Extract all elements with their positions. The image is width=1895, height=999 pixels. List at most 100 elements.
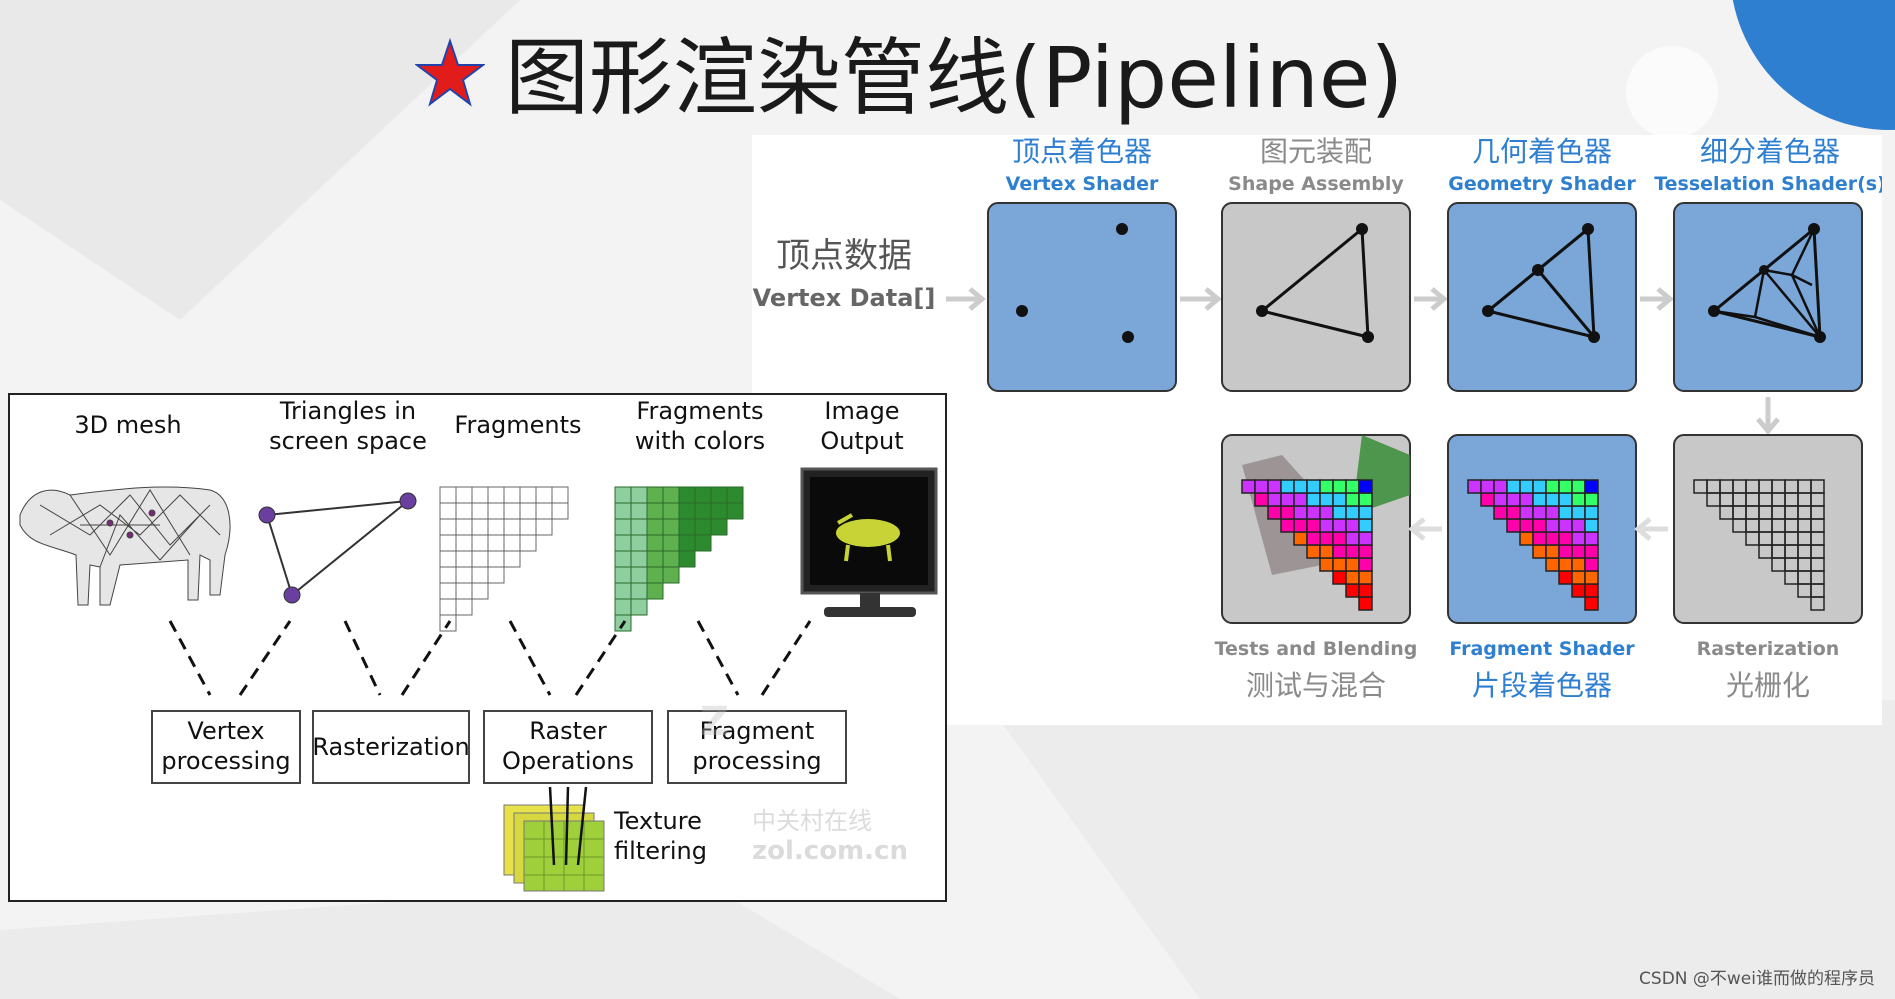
corner-white-circle [1626, 46, 1718, 138]
fragment-cell [678, 486, 696, 504]
fragment-cell [710, 518, 728, 536]
fragment-cell [614, 502, 632, 520]
label-with-colors: with colors [635, 427, 765, 455]
grid-cell [1319, 518, 1334, 533]
stage-box-vertex-shader [987, 202, 1177, 392]
fragment-cell [471, 550, 489, 568]
fragment-cell [630, 518, 648, 536]
grid-cell [1280, 518, 1295, 533]
fragment-cell [455, 582, 473, 600]
fragment-cell [662, 550, 680, 568]
fragment-cell [646, 486, 664, 504]
arrow-right [1414, 287, 1448, 311]
fragment-cell [662, 486, 680, 504]
pipeline-diagram: 顶点数据 Vertex Data[] 顶点着色器 Vertex Shader 图… [752, 135, 1886, 725]
fragment-cell [471, 534, 489, 552]
grid-cell [1280, 492, 1295, 507]
fragment-cell [535, 518, 553, 536]
grid-cell [1519, 518, 1534, 533]
grid-cell [1345, 583, 1360, 598]
grid-cell [1545, 557, 1560, 572]
fragment-cell [439, 534, 457, 552]
grid-cell [1332, 492, 1347, 507]
grid-cell [1571, 557, 1586, 572]
grid-cell [1493, 492, 1508, 507]
stage-label-cn: 光栅化 [1726, 669, 1810, 702]
texture-label: Texture [613, 807, 702, 835]
grid-cell [1267, 492, 1282, 507]
stage-box-rasterization [1673, 434, 1863, 624]
dashed-arrows [168, 620, 812, 696]
arrow-right [1180, 287, 1222, 311]
grid-cell [1532, 544, 1547, 559]
star-icon [415, 38, 485, 107]
svg-text:zol.com.cn: zol.com.cn [752, 836, 908, 866]
grid-cell [1293, 518, 1308, 533]
fragments-grid-illustration [439, 486, 569, 632]
fragment-cell [503, 518, 521, 536]
grid-cell [1332, 505, 1347, 520]
fragment-cell [439, 486, 457, 504]
grid-cell [1571, 544, 1586, 559]
label-screen-space: screen space [269, 427, 427, 455]
stage-box-shape-assembly [1221, 202, 1411, 392]
fragment-cell [455, 502, 473, 520]
fragment-cell [646, 518, 664, 536]
fragment-cell [439, 550, 457, 568]
grid-cell [1332, 557, 1347, 572]
label-output: Output [820, 427, 903, 455]
stage-label-cn: 顶点着色器 [1012, 135, 1152, 168]
monitor-image-output [800, 467, 938, 617]
arrow-down [1756, 397, 1780, 435]
label-3d-mesh: 3D mesh [74, 411, 181, 439]
grid-cell [1293, 479, 1308, 494]
grid-cell [1558, 570, 1573, 585]
fragment-cell [614, 550, 632, 568]
fragment-cell [503, 534, 521, 552]
grid-cell [1293, 531, 1308, 546]
stage-label-en: Geometry Shader [1448, 173, 1636, 195]
grid-cell [1506, 518, 1521, 533]
fragment-cell [614, 534, 632, 552]
grid-cell [1558, 518, 1573, 533]
fragment-cell [455, 534, 473, 552]
fragment-cell [694, 518, 712, 536]
fragment-cell [439, 566, 457, 584]
fragment-cell [487, 502, 505, 520]
grid-cell [1545, 531, 1560, 546]
fragment-cell [455, 486, 473, 504]
grid-cell [1345, 505, 1360, 520]
grid-cell [1280, 479, 1295, 494]
grid-cell [1358, 557, 1373, 572]
grid-cell [1306, 531, 1321, 546]
grid-cell [1345, 479, 1360, 494]
grid-cell [1519, 531, 1534, 546]
fragment-cell [535, 502, 553, 520]
fragment-cell [439, 598, 457, 616]
fragment-cell [455, 550, 473, 568]
stage-label-en: Fragment Shader [1449, 638, 1635, 660]
fragment-cell [694, 502, 712, 520]
fragment-cell [503, 486, 521, 504]
grid-cell [1532, 505, 1547, 520]
arrow-left [1408, 517, 1442, 541]
fragment-cell [694, 534, 712, 552]
fragment-cell [710, 502, 728, 520]
fragment-cell [519, 534, 537, 552]
grid-cell [1254, 492, 1269, 507]
fragment-cell [535, 486, 553, 504]
grid-cell [1358, 492, 1373, 507]
fragment-cell [487, 518, 505, 536]
grid-cell [1571, 531, 1586, 546]
process-box-rasterization: Rasterization [312, 710, 470, 784]
fragment-cell [678, 502, 696, 520]
fragment-cell [519, 518, 537, 536]
grid-cell [1480, 479, 1495, 494]
fragment-cell [455, 518, 473, 536]
fragment-cell [471, 518, 489, 536]
svg-text:processing: processing [161, 747, 290, 775]
grid-cell [1358, 583, 1373, 598]
grid-cell [1584, 518, 1599, 533]
grid-cell [1558, 492, 1573, 507]
label-triangles: Triangles in [279, 397, 416, 425]
